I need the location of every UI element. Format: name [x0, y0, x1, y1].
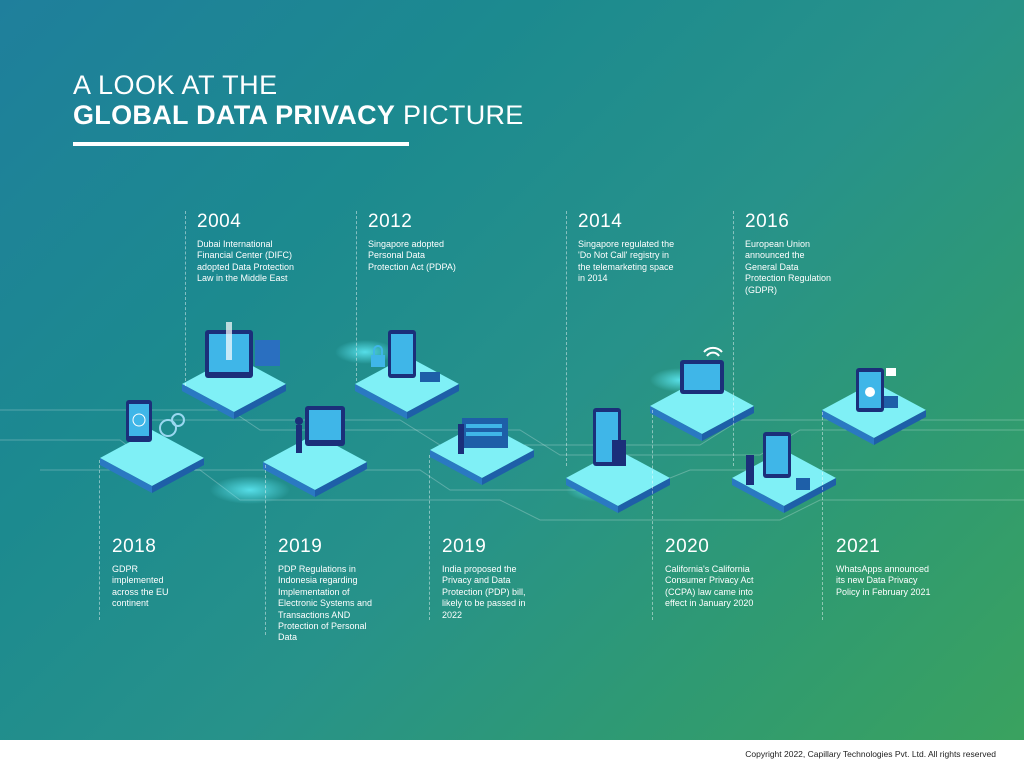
title-bold: GLOBAL DATA PRIVACY — [73, 100, 396, 130]
milestone-text-2018: GDPR implemented across the EU continent — [112, 564, 169, 609]
person-icon — [296, 425, 302, 453]
guide-line — [265, 465, 266, 635]
title-rest: PICTURE — [395, 100, 524, 130]
milestone-text-2014: Singapore regulated the 'Do Not Call' re… — [578, 239, 675, 284]
guide-line — [822, 412, 823, 620]
platform-2020 — [650, 346, 754, 441]
globe-icon — [132, 413, 146, 427]
guide-line — [429, 455, 430, 620]
infographic-canvas: A LOOK AT THE GLOBAL DATA PRIVACY PICTUR… — [0, 0, 1024, 740]
copyright-text: Copyright 2022, Capillary Technologies P… — [745, 749, 996, 759]
guide-line — [99, 460, 100, 620]
person-icon — [612, 440, 626, 466]
milestone-text-2019-india: India proposed the Privacy and Data Prot… — [442, 564, 526, 620]
milestone-year-2018: 2018 — [112, 536, 157, 557]
milestone-year-2019-indonesia: 2019 — [278, 536, 323, 557]
title-line1: A LOOK AT THE — [73, 70, 278, 100]
guide-line — [185, 211, 186, 386]
milestone-year-2019-india: 2019 — [442, 536, 487, 557]
milestone-text-2019-indonesia: PDP Regulations in Indonesia regarding I… — [278, 564, 373, 643]
milestone-text-2021: WhatsApps announced its new Data Privacy… — [836, 564, 931, 597]
platform-2019-india — [430, 418, 534, 485]
platform-2021 — [822, 368, 926, 445]
tower-icon — [226, 322, 232, 360]
title-underline — [73, 142, 409, 146]
guide-line — [566, 211, 567, 466]
platform-2012 — [355, 330, 459, 419]
guide-line — [733, 211, 734, 466]
wifi-icon — [703, 346, 723, 357]
platform-2019-indonesia — [263, 406, 367, 497]
milestone-text-2012: Singapore adopted Personal Data Protecti… — [368, 239, 456, 272]
milestone-year-2016: 2016 — [745, 211, 790, 232]
platform-2018 — [100, 400, 204, 493]
person-icon — [458, 424, 464, 454]
footer: Copyright 2022, Capillary Technologies P… — [0, 740, 1024, 767]
milestone-year-2021: 2021 — [836, 536, 881, 557]
milestone-year-2020: 2020 — [665, 536, 710, 557]
milestone-text-2020: California's California Consumer Privacy… — [665, 564, 754, 609]
milestone-year-2014: 2014 — [578, 211, 623, 232]
platform-2016 — [732, 432, 836, 513]
milestone-year-2012: 2012 — [368, 211, 413, 232]
guide-line — [652, 410, 653, 620]
platform-2014 — [566, 408, 670, 513]
title-line2: GLOBAL DATA PRIVACY PICTURE — [73, 100, 524, 131]
platform-2004 — [182, 322, 286, 419]
glow-spot — [335, 340, 395, 364]
milestone-year-2004: 2004 — [197, 211, 242, 232]
milestone-text-2016: European Union announced the General Dat… — [745, 239, 832, 295]
milestone-text-2004: Dubai International Financial Center (DI… — [197, 239, 295, 284]
lock-icon — [371, 355, 385, 367]
lock-icon — [886, 368, 896, 376]
guide-line — [356, 211, 357, 381]
glow-spot — [210, 476, 290, 504]
person-icon — [746, 455, 754, 485]
chat-icon — [865, 387, 875, 397]
timeline-illustration — [100, 322, 926, 513]
